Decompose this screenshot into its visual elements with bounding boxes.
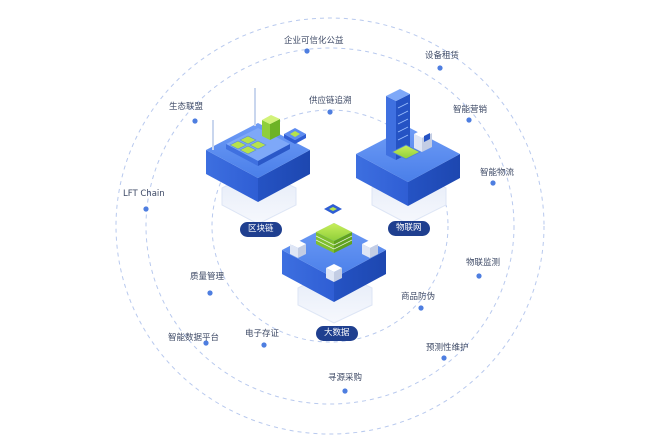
bigdata-platform (282, 204, 386, 324)
blockchain-block-right (258, 150, 310, 202)
label-device-rental: 设备租赁 (425, 51, 460, 61)
dot-predictive (441, 355, 447, 361)
dot-e-evidence (261, 342, 267, 348)
blockchain-step-right (258, 144, 290, 166)
dot-sourcing (342, 388, 348, 394)
label-e-evidence: 电子存证 (245, 329, 280, 339)
dot-smart-data (203, 340, 209, 346)
bigdata-block-right (334, 250, 386, 302)
blockchain-tower-right (270, 119, 280, 140)
dot-anti-counterfeit (418, 305, 424, 311)
iot-block-right (408, 154, 460, 206)
iot-box-screen (424, 133, 430, 142)
iot-building-right (396, 94, 410, 160)
label-credit: 企业可信化公益 (284, 36, 344, 46)
label-smart-logistics: 智能物流 (480, 168, 515, 178)
bigdata-pill: 大数据 (316, 326, 358, 341)
ring-dots (143, 48, 496, 394)
outer-ring (115, 17, 545, 435)
iot-building-left (386, 96, 396, 160)
dot-device-rental (437, 65, 443, 71)
bigdata-stack-top (316, 223, 352, 241)
middle-ring (145, 47, 515, 405)
blockchain-block-left (206, 150, 258, 202)
bigdata-stack-left (316, 232, 334, 253)
dot-ecosystem (192, 118, 198, 124)
bigdata-stack-lines (315, 235, 353, 250)
dot-smart-logistics (490, 180, 496, 186)
label-supply-chain: 供应链追溯 (309, 96, 352, 106)
iot-block-left (356, 154, 408, 206)
dot-smart-marketing (466, 117, 472, 123)
label-smart-data: 智能数据平台 (168, 333, 220, 343)
dot-lft-chain (143, 206, 149, 212)
bigdata-floating-chip-inner (329, 207, 337, 211)
iot-green-pad (391, 144, 421, 160)
label-sourcing: 寻源采购 (328, 373, 363, 383)
blockchain-tower-top (262, 115, 280, 124)
ring-lines (115, 17, 545, 435)
inner-ring (211, 109, 449, 343)
label-quality: 质量管理 (190, 272, 225, 282)
iot-box-left (414, 134, 422, 152)
dot-supply-chain (327, 109, 333, 115)
iot-building-windows (397, 102, 409, 141)
label-lft-chain: LFT Chain (123, 189, 165, 199)
label-predictive: 预测性维护 (426, 343, 469, 353)
blockchain-chip-inner (290, 131, 300, 137)
bigdata-white-cubes (290, 240, 378, 282)
dot-credit (304, 48, 310, 54)
iot-building-top (386, 89, 410, 101)
blockchain-pill: 区块链 (240, 222, 282, 237)
label-iot-monitoring: 物联监测 (466, 258, 501, 268)
dot-quality (207, 290, 213, 296)
blockchain-chip-side (284, 134, 306, 144)
bigdata-stack-right (334, 232, 352, 253)
label-anti-counterfeit: 商品防伪 (401, 292, 436, 302)
dot-iot-monitoring (476, 273, 482, 279)
label-ecosystem: 生态联盟 (169, 102, 204, 112)
blockchain-tower-left (262, 120, 270, 140)
iot-pill: 物联网 (388, 221, 430, 236)
blockchain-platform (206, 88, 310, 225)
iot-box-top (414, 129, 432, 138)
label-smart-marketing: 智能营销 (453, 105, 488, 115)
blockchain-step-left (226, 144, 258, 166)
blockchain-green-grid (229, 135, 267, 155)
bigdata-block-left (282, 250, 334, 302)
iot-platform (356, 89, 460, 225)
